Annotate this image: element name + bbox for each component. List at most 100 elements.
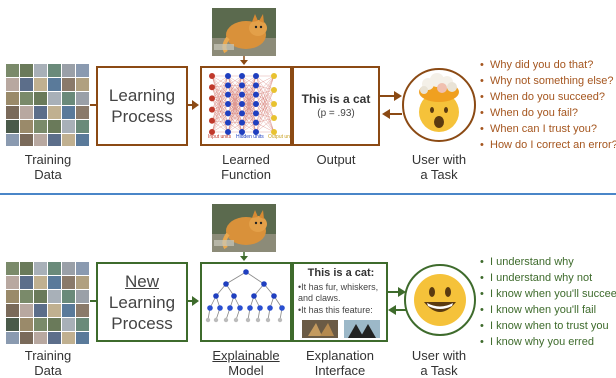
training-image-tile bbox=[76, 290, 89, 303]
tree-node bbox=[223, 281, 229, 287]
training-image-tile bbox=[48, 120, 61, 133]
training-image-tile bbox=[34, 120, 47, 133]
model-word: Model bbox=[228, 363, 264, 378]
network-connection bbox=[211, 103, 229, 121]
training-image-tile bbox=[62, 92, 75, 105]
training-image-tile bbox=[6, 332, 19, 344]
training-data-label-top: Training Data bbox=[24, 152, 72, 182]
training-image-tile bbox=[34, 304, 47, 317]
training-image-tile bbox=[20, 78, 33, 91]
answer-item: I understand why not bbox=[480, 270, 616, 286]
network-connection bbox=[255, 113, 275, 133]
question-item: When do you succeed? bbox=[480, 89, 616, 105]
training-image-tile bbox=[62, 134, 75, 146]
network-node bbox=[271, 87, 277, 93]
training-image-tile bbox=[20, 318, 33, 331]
tree-node bbox=[247, 305, 253, 311]
neural-network-diagram: Input units Hidden units Output units bbox=[208, 73, 290, 140]
network-connection bbox=[211, 113, 229, 133]
network-connection bbox=[211, 87, 229, 123]
explanation-item: •It has fur, whiskers, and claws. bbox=[298, 282, 379, 303]
user-circle-bottom bbox=[404, 264, 476, 336]
training-image-tile bbox=[34, 92, 47, 105]
user-circle-top bbox=[402, 68, 476, 142]
tree-node bbox=[257, 305, 263, 311]
training-image-tile bbox=[34, 106, 47, 119]
network-connection bbox=[211, 85, 229, 121]
tree-node bbox=[277, 317, 283, 323]
tree-node bbox=[267, 305, 273, 311]
training-image-tile bbox=[20, 106, 33, 119]
network-connection bbox=[255, 89, 275, 114]
learning-process-label-bottom: Learning Process bbox=[108, 292, 176, 333]
training-image-tile bbox=[76, 120, 89, 133]
network-connection bbox=[211, 98, 229, 123]
network-connection bbox=[255, 75, 275, 86]
network-node bbox=[209, 129, 215, 135]
network-connection bbox=[255, 89, 275, 95]
training-image-tile bbox=[76, 304, 89, 317]
training-image-tile bbox=[6, 106, 19, 119]
training-image-tile bbox=[6, 290, 19, 303]
tree-node bbox=[227, 305, 233, 311]
tree-node bbox=[265, 317, 271, 323]
answer-item: I know when to trust you bbox=[480, 318, 616, 334]
learned-function-label: Learned Function bbox=[221, 152, 271, 182]
training-image-tile bbox=[6, 134, 19, 146]
network-connection bbox=[255, 75, 275, 123]
network-node bbox=[239, 73, 245, 79]
training-image-tile bbox=[20, 262, 33, 275]
answer-item: I understand why bbox=[480, 254, 616, 270]
network-connection bbox=[211, 75, 229, 88]
training-image-tile bbox=[62, 290, 75, 303]
tree-node bbox=[205, 317, 211, 323]
network-connection bbox=[211, 75, 229, 110]
training-image-tile bbox=[62, 318, 75, 331]
network-node bbox=[225, 91, 231, 98]
training-image-tile bbox=[48, 318, 61, 331]
tree-edge bbox=[245, 271, 265, 285]
network-connection bbox=[255, 103, 275, 123]
tree-node bbox=[213, 317, 219, 323]
training-image-tile bbox=[48, 262, 61, 275]
new-label: New bbox=[124, 271, 159, 291]
training-image-tile bbox=[48, 64, 61, 77]
network-connection bbox=[211, 85, 229, 99]
training-image-tile bbox=[20, 134, 33, 146]
user-label-bottom: User with a Task bbox=[411, 348, 467, 378]
tree-node bbox=[231, 293, 237, 299]
training-image-tile bbox=[6, 318, 19, 331]
training-image-tile bbox=[34, 276, 47, 289]
training-image-tile bbox=[48, 78, 61, 91]
training-image-tile bbox=[34, 64, 47, 77]
tree-node bbox=[233, 317, 239, 323]
training-image-tile bbox=[48, 304, 61, 317]
training-image-tile bbox=[6, 304, 19, 317]
answer-item: I know why you erred bbox=[480, 334, 616, 350]
training-image-tile bbox=[6, 92, 19, 105]
network-node bbox=[239, 101, 245, 107]
network-connection bbox=[211, 75, 229, 99]
training-image-tile bbox=[6, 262, 19, 275]
user-label-top: User with a Task bbox=[411, 152, 467, 182]
network-node bbox=[271, 115, 277, 121]
network-connection bbox=[241, 94, 257, 133]
training-image-tile bbox=[76, 134, 89, 146]
network-connection bbox=[211, 85, 229, 133]
arrows-output-user-top bbox=[380, 91, 402, 119]
network-node bbox=[225, 129, 231, 135]
network-connection bbox=[255, 122, 275, 133]
network-connection bbox=[211, 75, 229, 105]
output-box: This is a cat (p = .93) bbox=[292, 66, 380, 146]
output-text: This is a cat bbox=[301, 92, 371, 106]
cat-feature-images bbox=[302, 320, 380, 338]
network-connection bbox=[241, 75, 257, 95]
network-node bbox=[209, 84, 215, 91]
learned-function-box: Input units Hidden units Output units bbox=[200, 66, 292, 146]
user-questions-list: Why did you do that? Why not something e… bbox=[480, 57, 616, 153]
training-image-tile bbox=[48, 276, 61, 289]
training-image-tile bbox=[6, 120, 19, 133]
training-image-tile bbox=[76, 318, 89, 331]
training-image-tile bbox=[62, 332, 75, 344]
hidden-units-label: Hidden units bbox=[236, 134, 264, 140]
